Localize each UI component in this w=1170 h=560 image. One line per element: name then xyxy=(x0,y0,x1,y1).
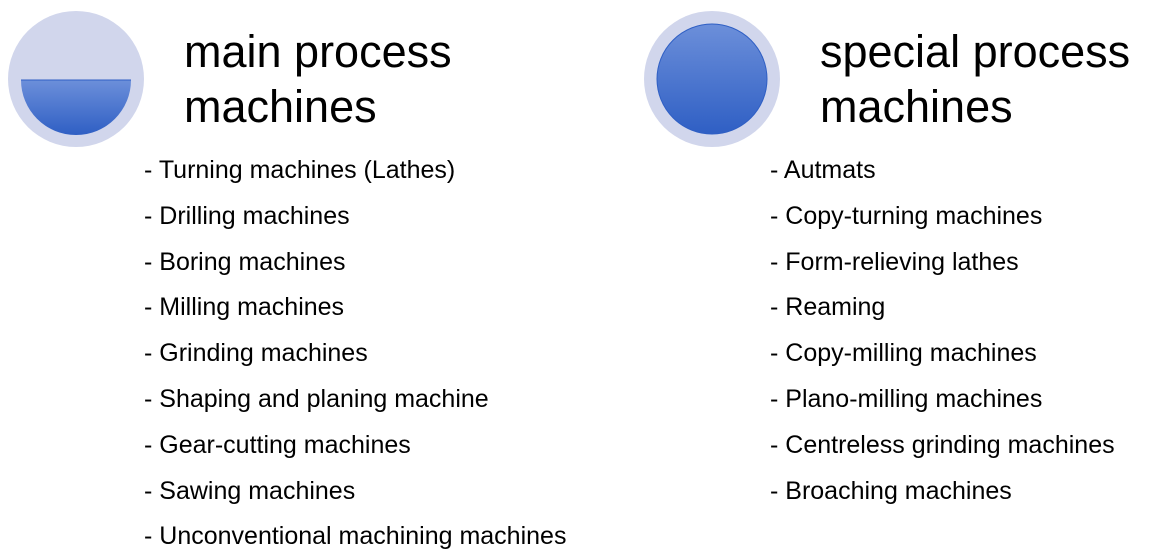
special-process-title-line2: machines xyxy=(820,81,1013,132)
special-process-title: special process machines xyxy=(820,24,1130,134)
list-item: - Plano-milling machines xyxy=(770,384,1043,413)
main-process-title-line2: machines xyxy=(184,81,377,132)
list-item: - Centreless grinding machines xyxy=(770,430,1115,459)
list-item: - Boring machines xyxy=(144,247,346,276)
list-item: - Copy-turning machines xyxy=(770,201,1043,230)
main-process-column: main process machines - Turning machines… xyxy=(7,10,566,550)
list-item: - Shaping and planing machine xyxy=(144,384,489,413)
list-item: - Autmats xyxy=(770,156,876,184)
main-process-list: - Turning machines (Lathes) - Drilling m… xyxy=(144,148,566,560)
list-item: - Turning machines (Lathes) xyxy=(144,156,456,184)
main-process-title-line1: main process xyxy=(184,26,452,77)
main-process-title: main process machines xyxy=(184,24,452,134)
list-item: - Grinding machines xyxy=(144,339,368,368)
list-item: - Reaming xyxy=(770,293,886,322)
half-filled-circle-icon xyxy=(7,10,145,148)
list-item: - Copy-milling machines xyxy=(770,339,1037,368)
list-item: - Unconventional machining machines xyxy=(144,522,567,551)
list-item: - Sawing machines xyxy=(144,476,356,505)
special-process-list: - Autmats - Copy-turning machines - Form… xyxy=(770,148,1115,514)
list-item: - Form-relieving lathes xyxy=(770,247,1019,276)
list-item: - Drilling machines xyxy=(144,201,350,230)
list-item: - Milling machines xyxy=(144,293,345,322)
list-item: - Broaching machines xyxy=(770,476,1012,505)
special-process-column: special process machines - Autmats - Cop… xyxy=(636,0,1170,556)
list-item: - Gear-cutting machines xyxy=(144,430,411,459)
special-process-title-line1: special process xyxy=(820,26,1131,77)
filled-circle-icon xyxy=(643,10,781,148)
